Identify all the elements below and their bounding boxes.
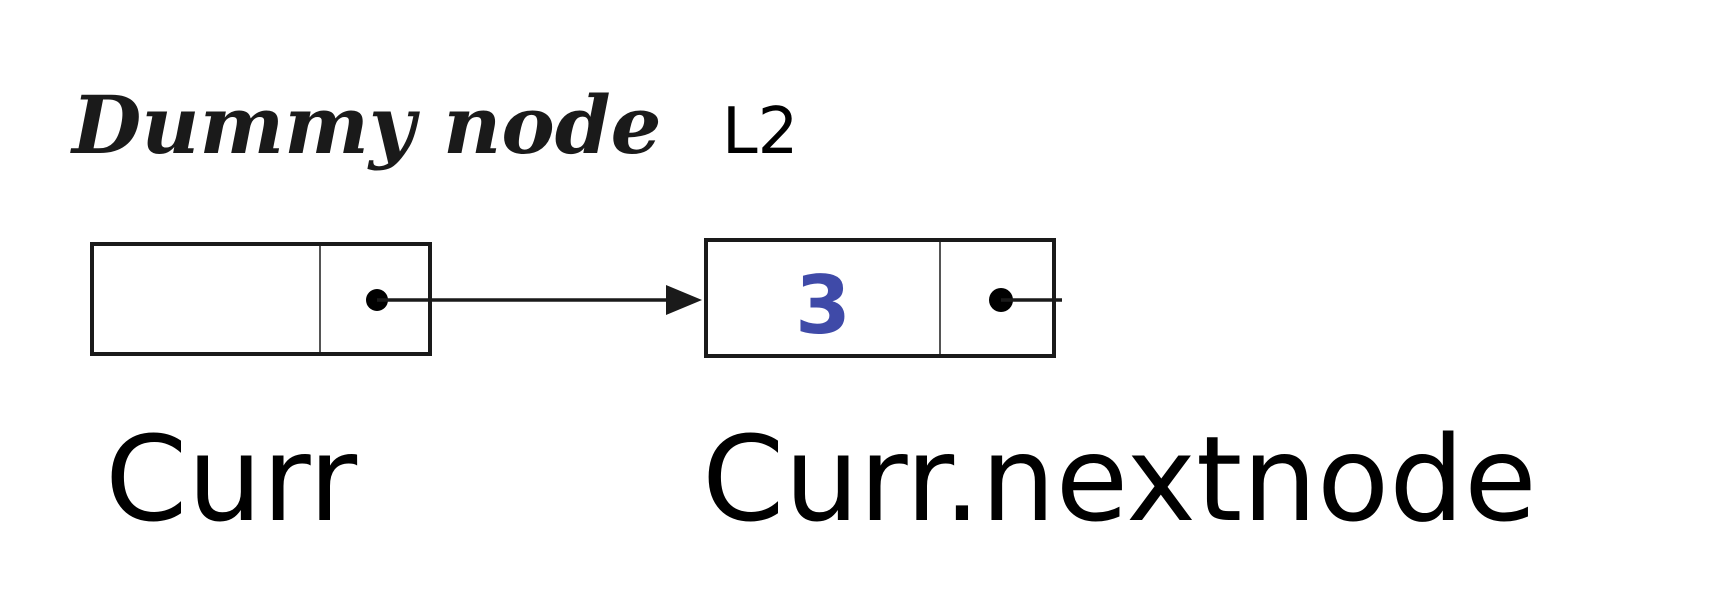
list-name-label: L2 (722, 95, 798, 169)
l2-node-value: 3 (795, 259, 851, 352)
l2-node: 3 (704, 238, 1062, 358)
next-pointer-arrow (377, 285, 702, 315)
arrow-head (666, 285, 702, 315)
curr-next-label: Curr.nextnode (702, 410, 1537, 548)
dummy-node (90, 242, 432, 356)
curr-label: Curr (105, 410, 358, 548)
dummy-node-title: Dummy node (70, 78, 662, 172)
